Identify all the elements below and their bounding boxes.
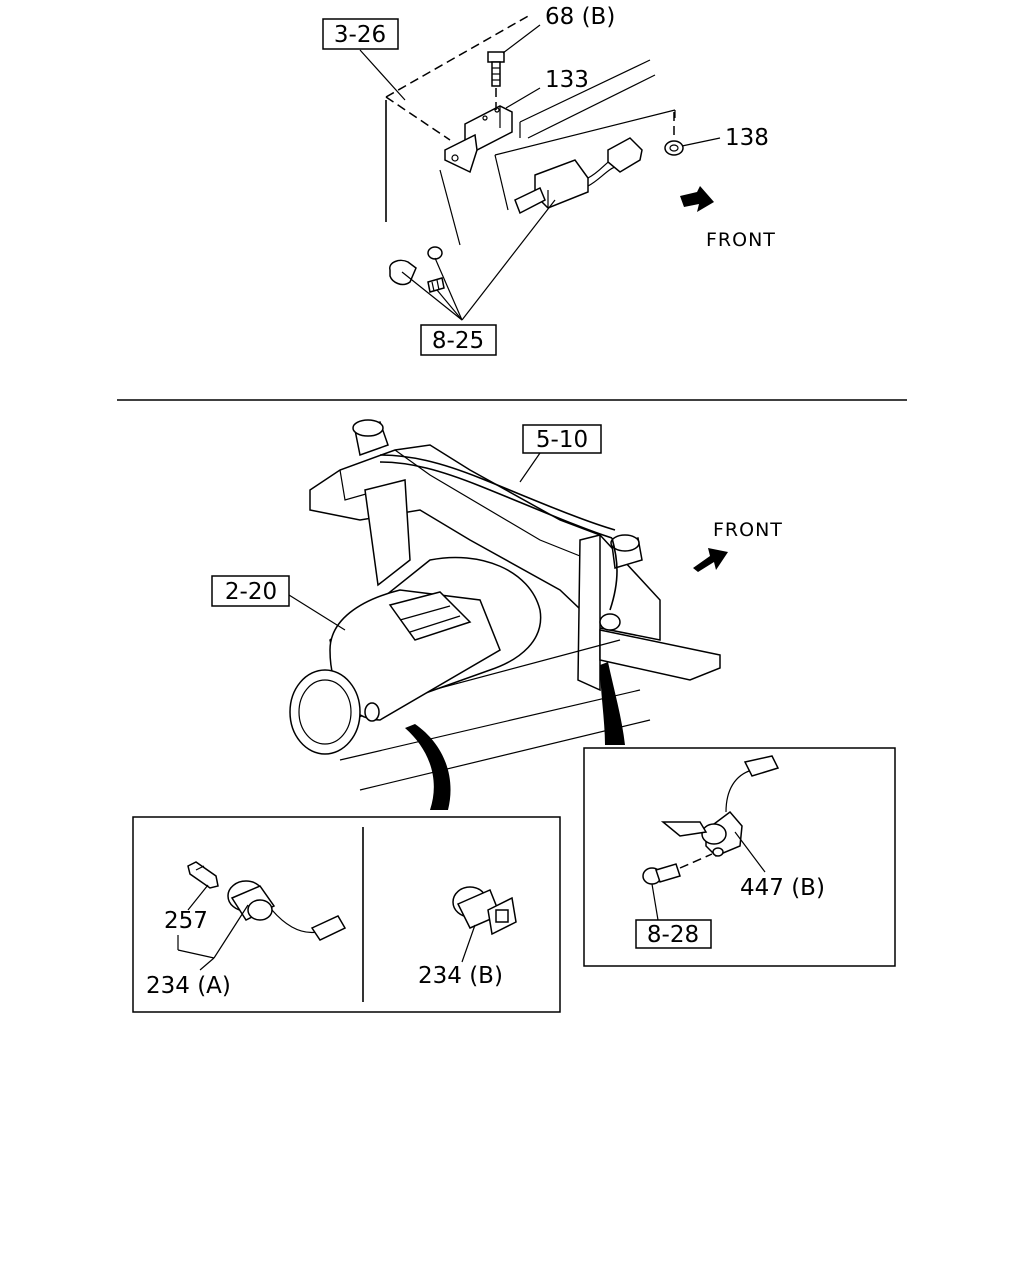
front-label-lower: FRONT xyxy=(713,519,783,541)
bracket-133 xyxy=(444,105,513,174)
switch-234b-label: 234 (B) xyxy=(418,963,503,989)
switch-234b xyxy=(452,886,517,936)
bolt-68b xyxy=(487,51,505,110)
ref-box-2-20-label: 2-20 xyxy=(225,579,277,605)
switch-234a xyxy=(227,880,347,941)
bolt-68b-label: 68 (B) xyxy=(545,4,615,30)
pin-257-label: 257 xyxy=(164,908,208,934)
nut-138-label: 138 xyxy=(725,125,769,151)
upper-diagram: 3-26 68 (B) 133 138 FRONT 8-25 xyxy=(322,4,776,356)
ref-box-5-10[interactable] xyxy=(522,424,602,454)
sensor-447b-label: 447 (B) xyxy=(740,875,825,901)
terminal-pin-257 xyxy=(187,861,219,889)
inset-left: 257 234 (A) 234 (B) xyxy=(132,816,561,1013)
inset-right: 447 (B) 8-28 xyxy=(583,747,896,967)
ref-box-2-20[interactable] xyxy=(211,575,290,607)
bracket-133-label: 133 xyxy=(545,67,589,93)
nut-138 xyxy=(664,112,684,156)
ref-box-3-26[interactable] xyxy=(322,18,399,50)
ref-box-8-28-label: 8-28 xyxy=(647,922,699,948)
ref-box-8-28[interactable] xyxy=(635,919,712,949)
front-arrow-icon xyxy=(680,186,714,212)
ref-box-8-25[interactable] xyxy=(420,324,497,356)
ref-box-8-25-label: 8-25 xyxy=(432,328,484,354)
engine-block xyxy=(289,556,621,755)
switch-234a-label: 234 (A) xyxy=(146,973,231,999)
pressure-switch-upper xyxy=(514,137,643,215)
sensor-447b xyxy=(660,755,780,857)
callout-arrow-left xyxy=(405,724,451,810)
callout-arrow-right xyxy=(600,662,625,745)
ref-box-3-26-label: 3-26 xyxy=(334,22,386,48)
clip-parts xyxy=(389,246,445,293)
front-arrow-icon-lower xyxy=(693,548,728,572)
front-label-upper: FRONT xyxy=(706,229,776,251)
ref-box-5-10-label: 5-10 xyxy=(536,427,588,453)
lower-diagram: 5-10 2-20 FRONT xyxy=(132,419,896,1013)
